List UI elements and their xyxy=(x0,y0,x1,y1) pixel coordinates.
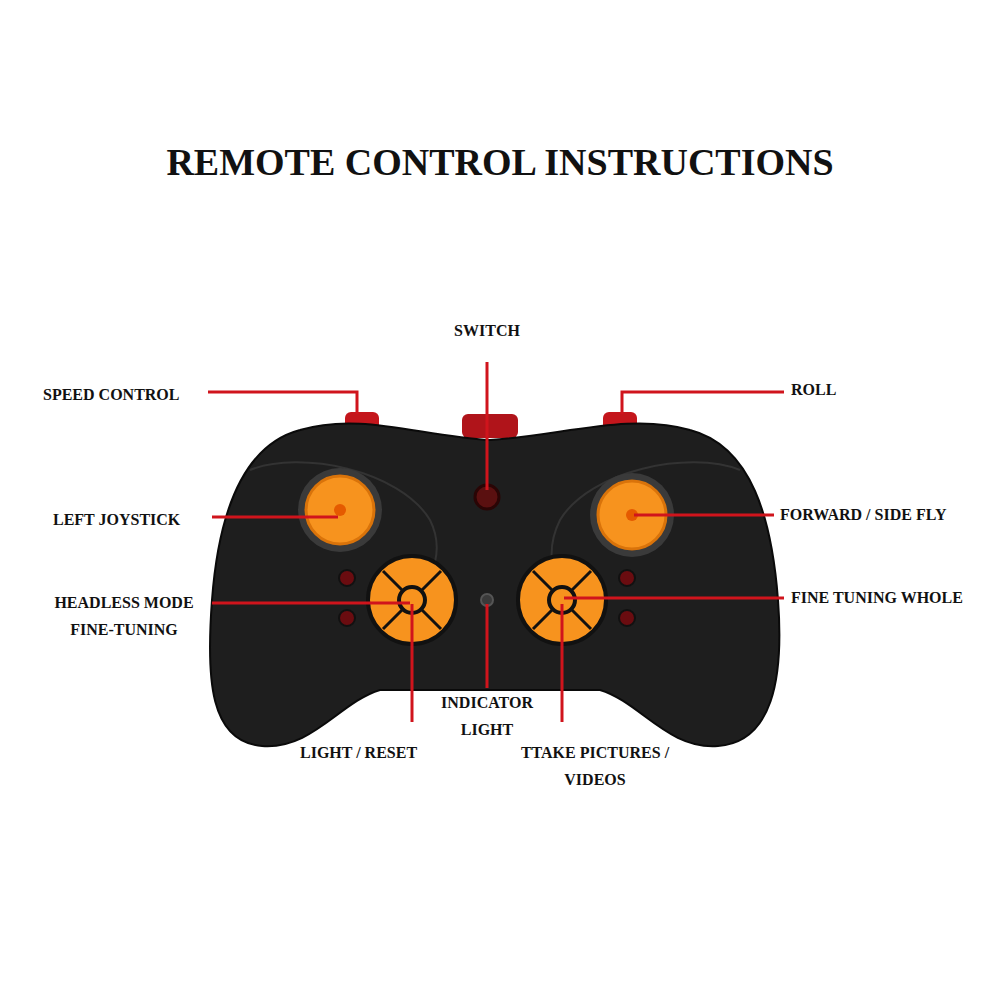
leader-line xyxy=(208,392,357,414)
joystick-base xyxy=(298,468,382,552)
small-button xyxy=(339,570,355,586)
controller-body xyxy=(210,423,780,746)
leader-line xyxy=(564,597,784,600)
joystick-center xyxy=(334,504,346,516)
part-label: TTAKE PICTURES / VIDEOS xyxy=(505,739,685,793)
part-label: FINE TUNING WHOLE xyxy=(791,584,963,611)
leader-line xyxy=(411,604,414,722)
part-label: LEFT JOYSTICK xyxy=(53,506,180,533)
part-label: SPEED CONTROL xyxy=(43,381,179,408)
part-label: HEADLESS MODE FINE-TUNING xyxy=(34,589,214,643)
part-label: LIGHT / RESET xyxy=(300,739,417,766)
joystick xyxy=(306,476,374,544)
leader-line xyxy=(634,514,774,517)
leader-line xyxy=(212,516,338,519)
part-label: INDICATOR LIGHT xyxy=(422,689,552,743)
leader-line xyxy=(212,602,410,605)
small-button xyxy=(619,610,635,626)
small-button xyxy=(339,610,355,626)
small-button xyxy=(619,570,635,586)
diagram-title: REMOTE CONTROL INSTRUCTIONS xyxy=(166,140,833,186)
leader-line xyxy=(622,392,784,414)
leader-line xyxy=(561,604,564,722)
part-label: FORWARD / SIDE FLY xyxy=(780,501,946,528)
leader-line xyxy=(486,362,489,490)
part-label: SWITCH xyxy=(454,317,520,344)
part-label: ROLL xyxy=(791,376,836,403)
center-tab xyxy=(462,414,518,438)
leader-line xyxy=(486,604,489,688)
